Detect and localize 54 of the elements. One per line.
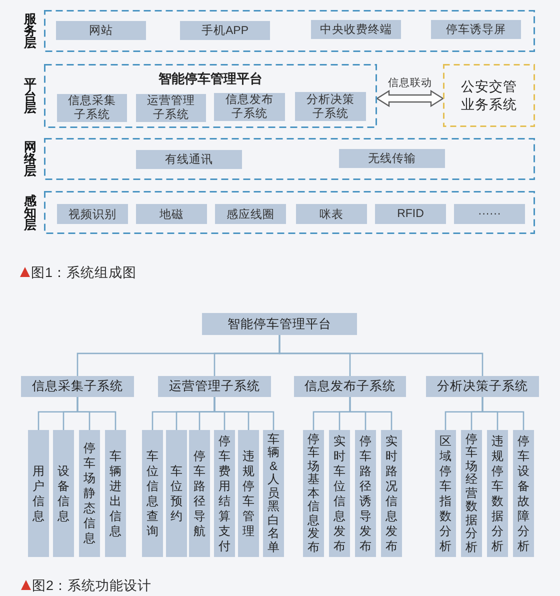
double-arrow (376, 90, 444, 108)
function-box: 车辆&人员黑白名单 (263, 430, 284, 557)
figure-caption: 图2：系统功能设计 (32, 578, 152, 593)
function-box: 车位预约 (166, 430, 187, 557)
connector-line (214, 397, 274, 430)
module-box: 中央收费终端 (311, 20, 401, 39)
module-box: 咪表 (296, 204, 367, 224)
function-box: 用户信息 (28, 430, 49, 557)
platform-box: 智能停车管理平台 (202, 313, 357, 335)
edge-label: 信息联动 (386, 77, 434, 89)
system-box: 公安交管业务系统 (443, 64, 535, 127)
function-box: 停车场经营数据分析 (461, 430, 482, 557)
function-box: 车辆进出信息 (105, 430, 126, 557)
connector-line (76, 397, 116, 430)
module-box: 有线通讯 (136, 150, 242, 169)
connector-line (482, 397, 524, 430)
subsystem-box: 信息采集子系统 (21, 376, 134, 397)
layer-label: 服务层 (23, 13, 38, 49)
subsystem-box: 分析决策子系统 (426, 376, 539, 397)
module-box: 网站 (56, 21, 146, 40)
layer-label: 网络层 (23, 141, 38, 177)
module-box: 无线传输 (339, 149, 445, 168)
function-box: 车位信息查询 (142, 430, 163, 557)
layer-label: 平台层 (23, 78, 38, 114)
module-box: 地磁 (136, 204, 207, 224)
function-box: 违规停车管理 (238, 430, 259, 557)
subsystem-box: 运营管理子系统 (158, 376, 271, 397)
module-box: RFID (375, 204, 446, 224)
function-box: 停车场静态信息 (79, 430, 100, 557)
function-box: 实时路况信息发布 (381, 430, 402, 557)
subsystem-box: 信息发布子系统 (214, 93, 285, 121)
module-box: 停车诱导屏 (431, 20, 521, 39)
function-box: 实时车位信息发布 (329, 430, 350, 557)
function-box: 停车费用结算支付 (214, 430, 235, 557)
module-box: ······ (454, 204, 525, 224)
layer-label: 感知层 (23, 194, 38, 230)
connector-line (278, 335, 484, 376)
figure-caption: 图1：系统组成图 (31, 265, 137, 280)
subsystem-box: 信息采集子系统 (57, 94, 127, 122)
subsystem-box: 信息发布子系统 (294, 376, 406, 397)
function-box: 区域停车指数分析 (435, 430, 456, 557)
function-box: 停车路径诱导发布 (355, 430, 376, 557)
function-box: 停车场基本信息发布 (303, 430, 324, 557)
subsystem-box: 运营管理子系统 (136, 94, 206, 122)
function-box: 设备信息 (53, 430, 74, 557)
platform-title: 智能停车管理平台 (158, 71, 262, 86)
function-box: 违规停车数据分析 (487, 430, 508, 557)
subsystem-box: 分析决策子系统 (295, 92, 366, 121)
connector-line (349, 397, 392, 430)
function-box: 停车设备故障分析 (513, 430, 534, 557)
module-box: 手机APP (180, 21, 270, 40)
function-box: 停车路径导航 (189, 430, 210, 557)
module-box: 感应线圈 (215, 204, 286, 224)
module-box: 视频识别 (57, 204, 128, 224)
